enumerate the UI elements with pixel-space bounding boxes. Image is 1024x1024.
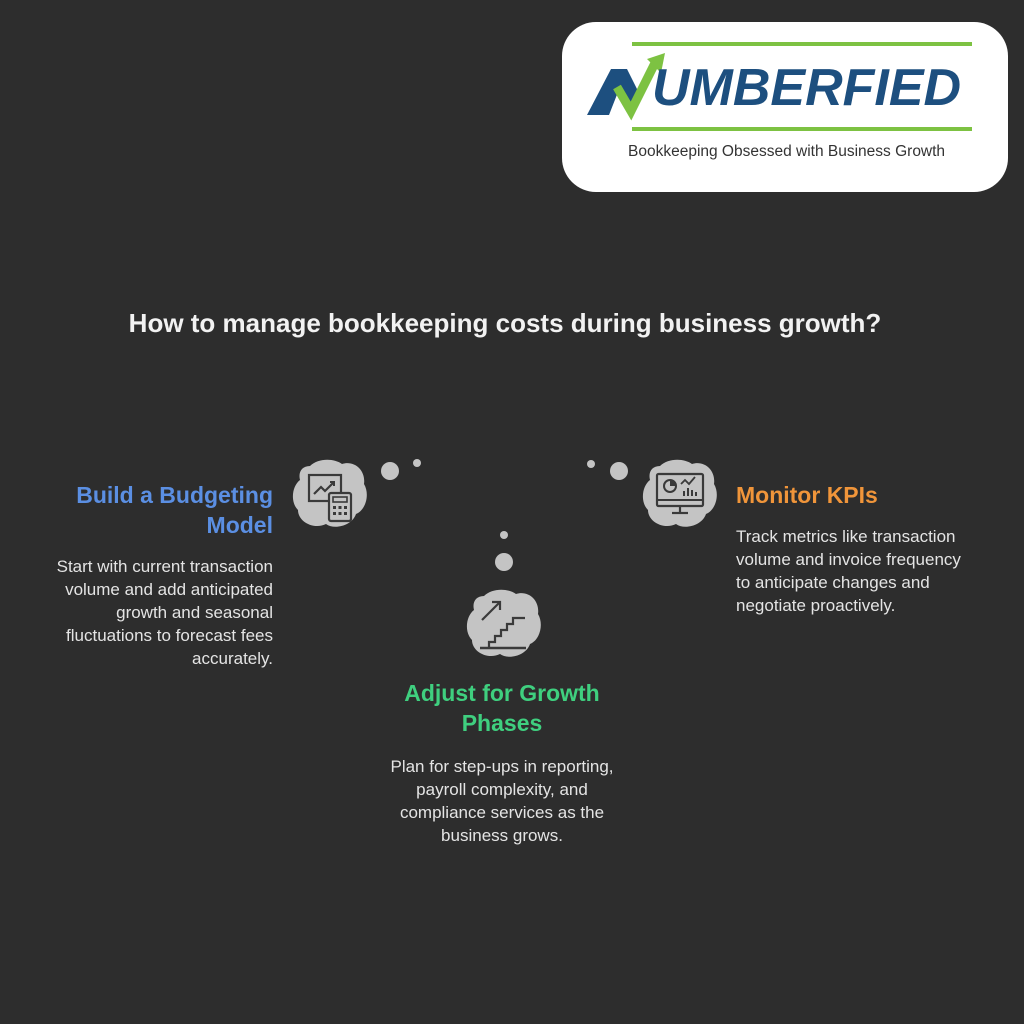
logo-tagline: Bookkeeping Obsessed with Business Growt…: [628, 143, 946, 160]
logo-bottom-rule: [632, 127, 972, 131]
page-title: How to manage bookkeeping costs during b…: [128, 308, 882, 338]
logo-wordmark: UMBERFIED: [652, 59, 962, 117]
thought-dot-large: [495, 553, 513, 571]
heading-line: Build a Budgeting: [76, 482, 273, 508]
heading-line: Phases: [461, 710, 543, 736]
logo-n-arrow-icon: [587, 53, 665, 121]
item-desc-growth-phases: Plan for step-ups in reporting, payroll …: [352, 755, 652, 847]
desc-line: Start with current transaction: [56, 557, 273, 576]
desc-line: volume and invoice frequency: [736, 550, 961, 569]
heading-line: Model: [206, 512, 273, 538]
heading-line: Adjust for Growth: [404, 680, 600, 706]
thought-dot-large: [381, 462, 399, 480]
item-desc-kpis: Track metrics like transaction volume an…: [736, 525, 1016, 617]
desc-line: growth and seasonal: [116, 603, 273, 622]
thought-dot-small: [413, 459, 421, 467]
item-heading-growth-phases: Adjust for Growth Phases: [352, 678, 652, 738]
desc-line: to anticipate changes and: [736, 573, 930, 592]
thought-dot-small: [587, 460, 595, 468]
thought-dot-large: [610, 462, 628, 480]
chart-calculator-icon: [292, 459, 367, 527]
desc-line: compliance services as the: [399, 803, 605, 822]
item-heading-kpis: Monitor KPIs: [736, 482, 878, 508]
monitor-dashboard-icon: [642, 459, 717, 527]
desc-line: payroll complexity, and: [416, 780, 588, 799]
desc-line: Track metrics like transaction: [736, 527, 956, 546]
desc-line: volume and add anticipated: [65, 580, 273, 599]
desc-line: Plan for step-ups in reporting,: [390, 757, 614, 776]
desc-line: negotiate proactively.: [736, 596, 896, 615]
thought-dot-small: [500, 531, 508, 539]
desc-line: business grows.: [441, 826, 563, 845]
logo-top-rule: [632, 42, 972, 46]
desc-line: accurately.: [192, 649, 273, 668]
desc-line: fluctuations to forecast fees: [66, 626, 273, 645]
item-desc-budgeting: Start with current transaction volume an…: [10, 555, 273, 670]
stairs-growth-icon: [466, 589, 541, 657]
item-heading-budgeting: Build a Budgeting Model: [20, 480, 273, 540]
